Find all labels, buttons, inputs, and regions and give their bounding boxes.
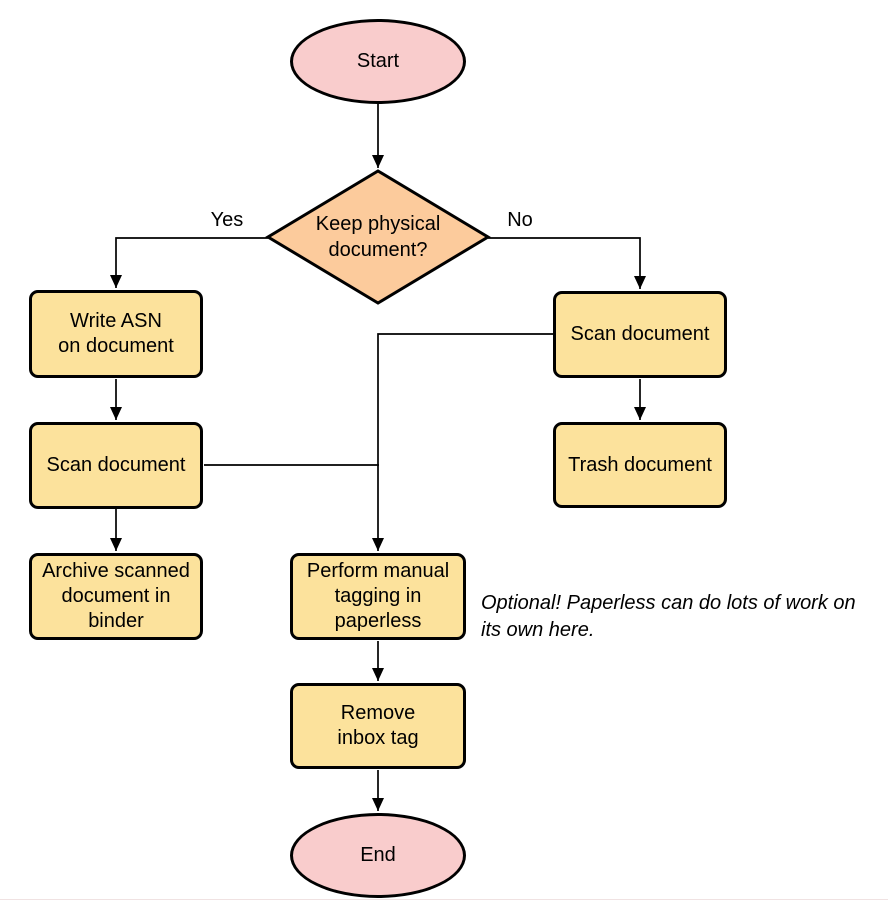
node-archive-binder: Archive scanned document in binder — [29, 553, 203, 640]
node-manual-tagging-label: Perform manual tagging in paperless — [306, 560, 450, 632]
node-scan-document-right-label: Scan document — [570, 323, 710, 345]
node-scan-document-left: Scan document — [29, 422, 203, 509]
optional-note: Optional! Paperless can do lots of work … — [481, 592, 856, 641]
node-write-asn-label: Write ASN on document — [58, 310, 174, 357]
node-end-label: End — [360, 844, 396, 866]
node-end: End — [290, 813, 466, 898]
edge-decision-to-write-asn — [110, 237, 268, 288]
node-scan-document-left-label: Scan document — [46, 454, 186, 476]
node-remove-inbox-tag-label: Remove inbox tag — [337, 702, 419, 749]
node-trash-document: Trash document — [553, 422, 727, 508]
node-remove-inbox-tag: Remove inbox tag — [290, 683, 466, 769]
decision-diamond-shape — [265, 169, 491, 305]
node-write-asn: Write ASN on document — [29, 290, 203, 378]
node-scan-document-right: Scan document — [553, 291, 727, 378]
bottom-divider — [0, 899, 888, 900]
edge-decision-to-scan-right — [488, 237, 646, 289]
node-archive-binder-label: Archive scanned document in binder — [42, 560, 190, 632]
node-start-label: Start — [356, 50, 400, 72]
node-decision-label: Keep physical document? — [315, 213, 441, 261]
edge-scan-right-to-tagging — [372, 333, 553, 551]
edge-label-yes: Yes — [210, 209, 244, 231]
node-trash-document-label: Trash document — [568, 453, 712, 476]
edge-label-no: No — [507, 209, 533, 231]
node-manual-tagging: Perform manual tagging in paperless — [290, 553, 466, 640]
node-start: Start — [290, 19, 466, 104]
